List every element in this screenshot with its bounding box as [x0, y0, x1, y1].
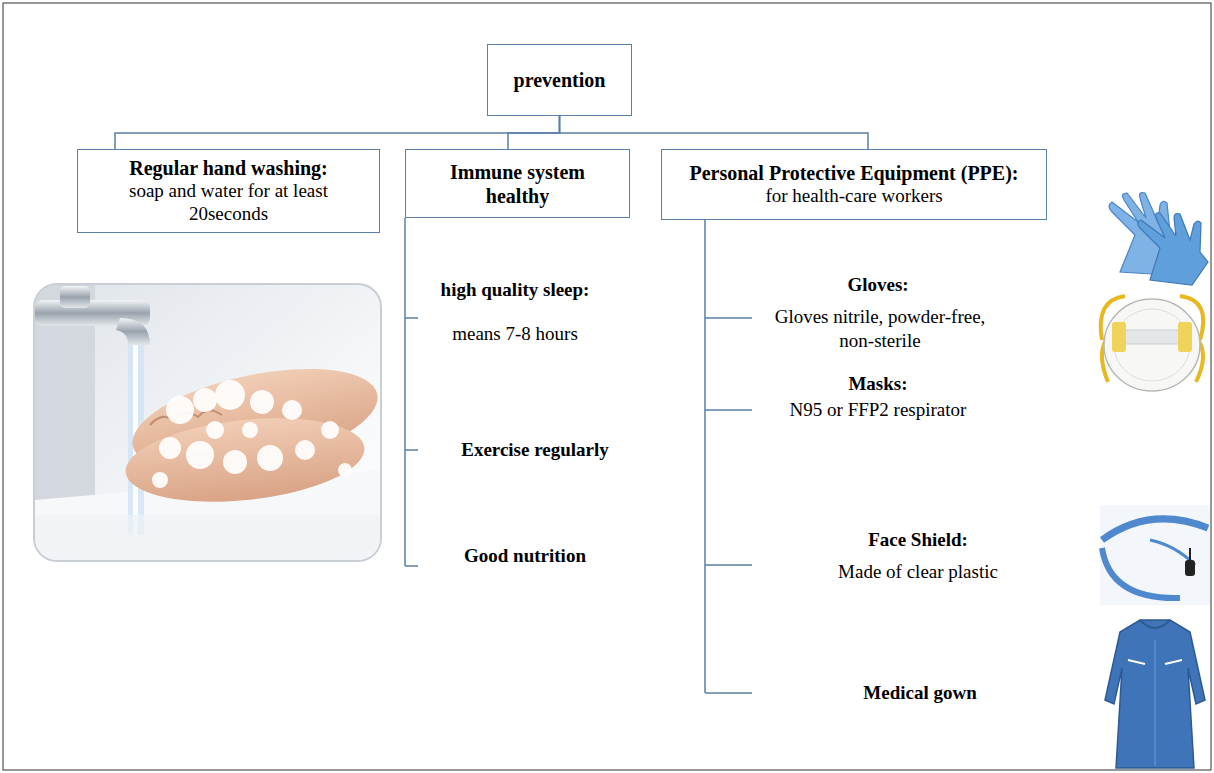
item-note: N95 or FFP2 respirator — [748, 398, 1008, 422]
tree-connector — [115, 116, 560, 149]
gown-image — [1105, 620, 1205, 768]
item-heading: Masks: — [748, 372, 1008, 396]
item-note: Gloves nitrile, powder-free, non-sterile — [758, 305, 1003, 353]
tree-connector — [508, 116, 560, 149]
face-shield-image — [1100, 505, 1210, 605]
item-heading: Face Shield: — [788, 528, 1048, 552]
category-box: Personal Protective Equipment (PPE):for … — [661, 149, 1047, 220]
category-heading: Immune system healthy — [422, 160, 613, 208]
frame — [3, 3, 1211, 770]
item-heading: Exercise regularly — [405, 438, 665, 462]
category-body: soap and water for at least 20seconds — [94, 180, 363, 226]
item-heading: Gloves: — [756, 273, 1001, 297]
category-box: Regular hand washing:soap and water for … — [77, 149, 380, 233]
root-box: prevention — [487, 44, 632, 116]
gloves-image — [1109, 193, 1208, 285]
root-title: prevention — [514, 68, 606, 93]
tree-connector — [560, 116, 869, 149]
handwashing-photo — [33, 283, 387, 562]
item-note: means 7-8 hours — [385, 322, 645, 346]
item-heading: Good nutrition — [395, 544, 655, 568]
item-heading: Medical gown — [790, 681, 1050, 705]
category-heading: Personal Protective Equipment (PPE): — [689, 161, 1018, 185]
item-heading: high quality sleep: — [385, 278, 645, 302]
item-note: Made of clear plastic — [788, 560, 1048, 584]
category-heading: Regular hand washing: — [129, 156, 328, 180]
category-box: Immune system healthy — [405, 149, 630, 218]
category-body: for health-care workers — [765, 185, 942, 208]
mask-image — [1101, 296, 1204, 391]
